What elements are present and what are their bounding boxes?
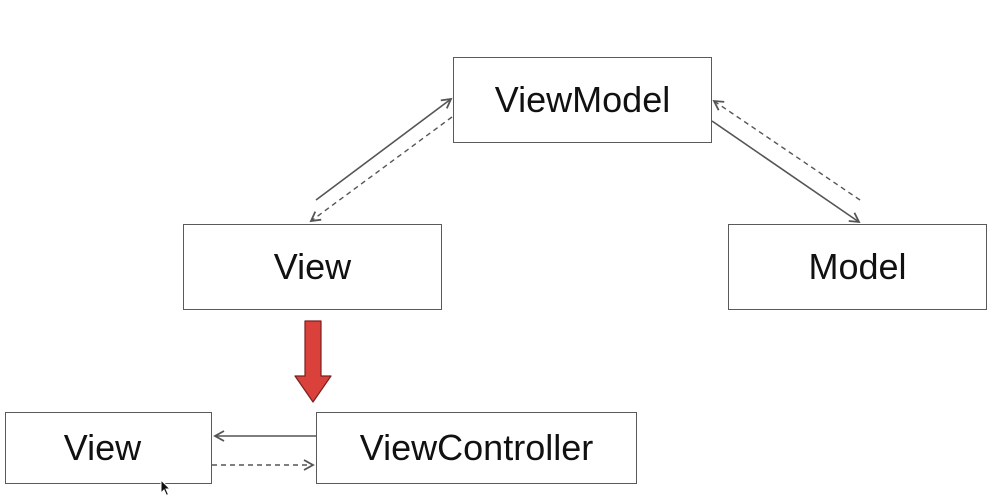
arrow-viewmodel-to-view bbox=[309, 116, 453, 223]
view-box: View bbox=[183, 224, 442, 310]
viewcontroller-label: ViewController bbox=[359, 427, 594, 468]
transition-down-arrow bbox=[294, 320, 332, 403]
model-label: Model bbox=[808, 246, 907, 287]
view-bottom-box: View bbox=[5, 412, 212, 484]
arrow-model-to-viewmodel bbox=[712, 99, 861, 201]
arrow-view-to-viewmodel bbox=[315, 97, 453, 201]
mouse-cursor-icon bbox=[160, 479, 172, 497]
viewmodel-box: ViewModel bbox=[453, 57, 712, 143]
model-box: Model bbox=[728, 224, 987, 310]
viewmodel-label: ViewModel bbox=[494, 79, 671, 120]
view-bottom-label: View bbox=[63, 427, 142, 468]
arrow-viewmodel-to-model bbox=[711, 120, 861, 224]
viewcontroller-box: ViewController bbox=[316, 412, 637, 484]
view-label: View bbox=[273, 246, 352, 287]
